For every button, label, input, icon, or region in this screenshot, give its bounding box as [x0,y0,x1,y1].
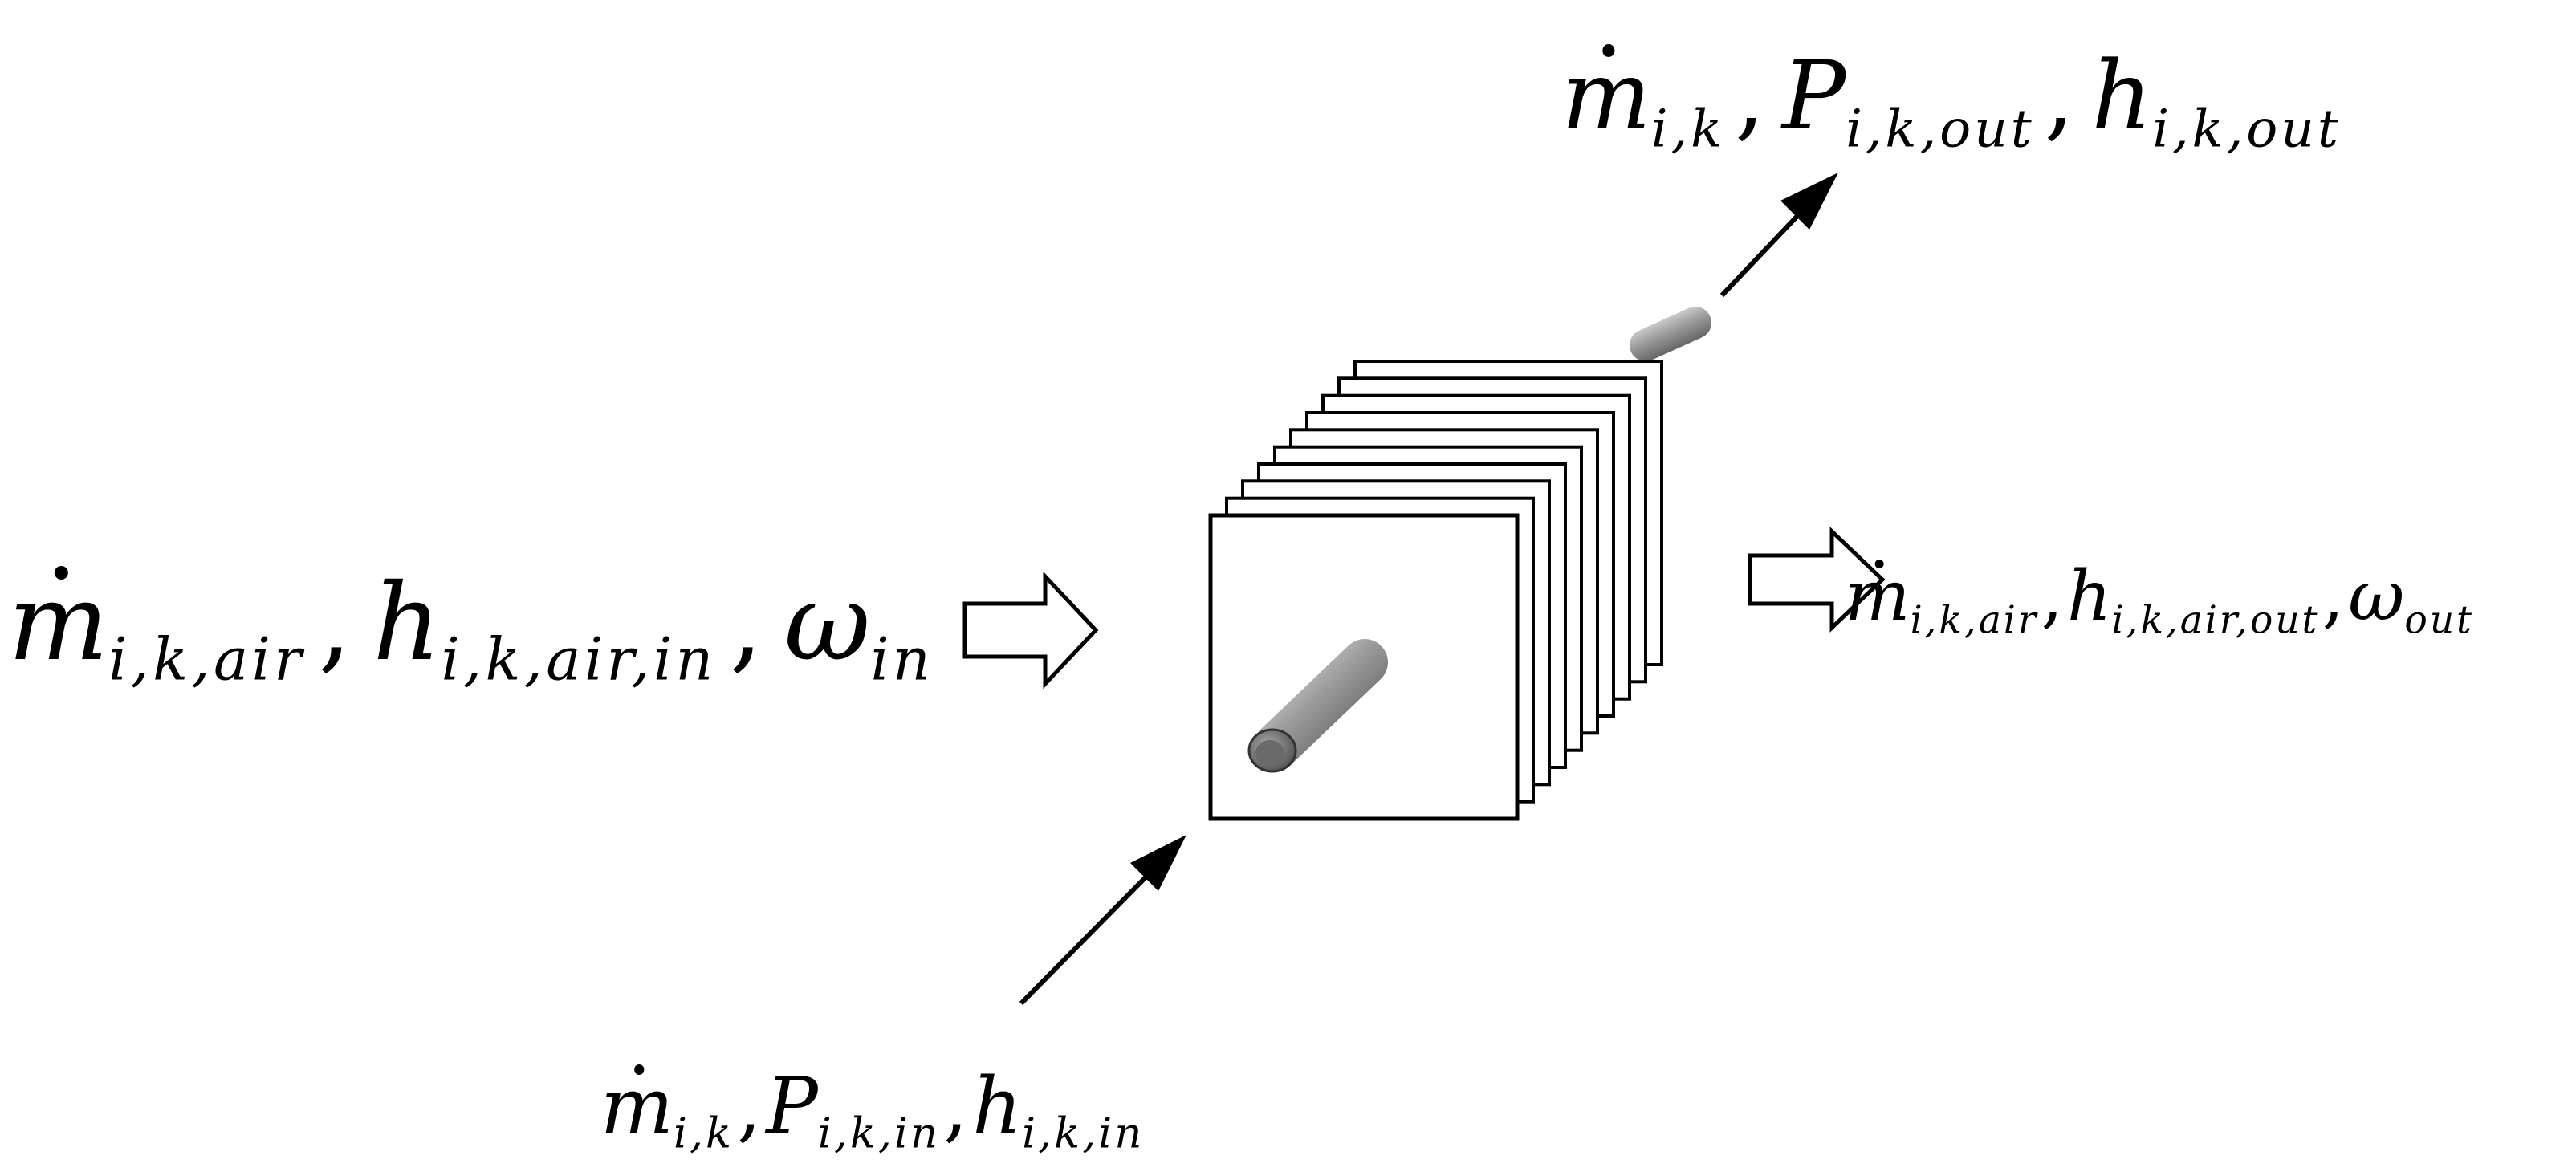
label-refrigerant-outlet: mi,k,Pi,k,out,hi,k,out [1561,48,2342,157]
tube-back-stub [1630,307,1711,361]
label-refrigerant-inlet: mi,k,Pi,k,in,hi,k,in [600,1068,1145,1155]
mass-flow-symbol: m [8,561,109,685]
formula-term: hi,k,air,out [2067,562,2319,640]
formula-subscript: i,k,out [1846,99,2035,160]
formula-term: hi,k,in [972,1068,1144,1155]
label-air-outlet: mi,k,air,hi,k,air,out,ωout [1845,562,2474,640]
formula-subscript: i,k,air [1910,598,2039,643]
tube-front [1247,639,1388,773]
formula-term: mi,k [600,1068,734,1155]
formula-term: hi,k,out [2091,48,2342,157]
mass-flow-symbol: m [600,1061,674,1151]
formula-symbol: h [2067,556,2112,637]
formula-subscript: i,k,in [817,1109,941,1158]
formula-symbol: ω [2348,556,2405,637]
formula-term: Pi,k,out [1782,48,2035,157]
formula-separator: , [2041,556,2063,637]
label-air-inlet: mi,k,air,hi,k,air,in,ωin [8,570,934,690]
formula-separator: , [737,1061,762,1151]
formula-term: mi,k,air [8,570,305,690]
formula-term: mi,k,air [1845,562,2038,640]
formula-separator: , [318,561,352,685]
arrow-refrigerant-in [1019,835,1186,1006]
formula-subscript: out [2404,598,2474,643]
formula-separator: , [943,1061,968,1151]
formula-symbol: P [766,1061,818,1151]
formula-subscript: i,k,air,in [441,626,717,694]
mass-flow-symbol: m [1845,556,1911,637]
formula-subscript: i,k,out [2152,99,2342,160]
formula-symbol: ω [783,561,871,685]
arrow-air-in [962,571,1099,690]
formula-separator: , [2044,40,2075,151]
formula-separator: , [2322,556,2345,637]
formula-symbol: h [372,561,442,685]
formula-subscript: i,k,air [108,626,306,694]
mass-flow-symbol: m [1561,40,1651,151]
formula-symbol: h [972,1061,1023,1151]
arrow-refrigerant-out [1719,173,1838,298]
formula-term: Pi,k,in [766,1068,940,1155]
formula-subscript: i,k [1650,99,1726,160]
formula-term: ωin [784,570,934,690]
formula-subscript: in [870,626,934,694]
formula-symbol: h [2091,40,2153,151]
formula-subscript: i,k [674,1109,735,1158]
formula-term: mi,k [1561,48,1725,157]
formula-term: ωout [2348,562,2474,640]
formula-symbol: P [1781,40,1846,151]
formula-separator: , [1735,40,1765,151]
formula-subscript: i,k,air,out [2111,598,2320,643]
formula-term: hi,k,air,in [372,570,716,690]
formula-separator: , [729,561,763,685]
formula-subscript: i,k,in [1022,1109,1145,1158]
